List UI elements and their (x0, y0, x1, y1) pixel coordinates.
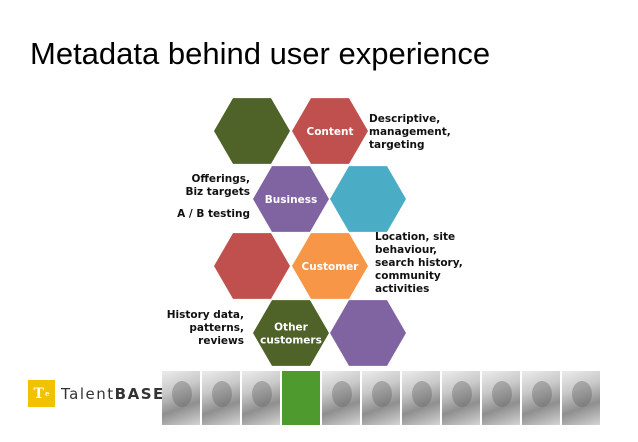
hexagon-purple-right (330, 300, 406, 366)
hexagon-shape (253, 166, 329, 232)
photo-thumbnail (362, 371, 400, 425)
annotation-line: Location, site (375, 231, 456, 243)
content-annotation: Descriptive, management, targeting (369, 113, 451, 152)
annotation-line: reviews (198, 335, 244, 347)
hexagon-shape (253, 300, 329, 366)
logo-text-light: Talent (61, 384, 115, 403)
photo-thumbnail (442, 371, 480, 425)
logo-mark-letter: T (33, 385, 44, 402)
photo-thumbnail (482, 371, 520, 425)
hexagon-teal (330, 166, 406, 232)
slide-title: Metadata behind user experience (30, 36, 491, 71)
hexagon-label: Business (265, 194, 317, 206)
hexagon-shape (330, 166, 406, 232)
hexagon-business: Business (253, 166, 329, 232)
annotation-line: management, (369, 126, 451, 138)
hexagon-shape (214, 233, 290, 299)
customer-annotation: Location, site behaviour, search history… (375, 231, 463, 296)
hexagon-content: Content (292, 98, 368, 164)
annotation-line: Descriptive, (369, 113, 441, 125)
annotation-line: search history, (375, 257, 463, 269)
annotation-line: Offerings, (191, 173, 250, 185)
hexagon-shape (292, 98, 368, 164)
photo-strip (162, 371, 600, 425)
photo-thumbnail (202, 371, 240, 425)
hexagon-shape (214, 98, 290, 164)
photo-thumbnail-green (282, 371, 320, 425)
photo-thumbnail (242, 371, 280, 425)
hexagon-top-left (214, 98, 290, 164)
hexagon-shape (292, 233, 368, 299)
logo-text: TalentBASE (61, 385, 165, 403)
ab-testing-annotation: A / B testing (177, 208, 250, 220)
photo-thumbnail (522, 371, 560, 425)
logo-text-bold: BASE (114, 384, 165, 403)
annotation-line: activities (375, 283, 430, 295)
annotation-line: behaviour, (375, 244, 437, 256)
photo-thumbnail (162, 371, 200, 425)
hexagon-label: Customer (302, 261, 360, 273)
photo-thumbnail (562, 371, 600, 425)
photo-thumbnail (322, 371, 360, 425)
annotation-line: patterns, (189, 322, 244, 334)
business-annotation: Offerings, Biz targets (185, 173, 250, 199)
hexagon-label: Content (306, 126, 353, 138)
hexagon-label: Other (274, 322, 309, 334)
logo-mark-sup: e (44, 389, 50, 398)
hexagon-shape (330, 300, 406, 366)
annotation-line: History data, (166, 309, 244, 321)
photo-thumbnail (402, 371, 440, 425)
other-customers-annotation: History data, patterns, reviews (167, 309, 244, 348)
annotation-line: Biz targets (185, 186, 250, 198)
annotation-line: targeting (369, 139, 425, 151)
annotation-line: community (375, 270, 441, 282)
hexagon-label: customers (260, 335, 322, 347)
hexagon-red-left (214, 233, 290, 299)
hexagon-customer: Customer (292, 233, 368, 299)
